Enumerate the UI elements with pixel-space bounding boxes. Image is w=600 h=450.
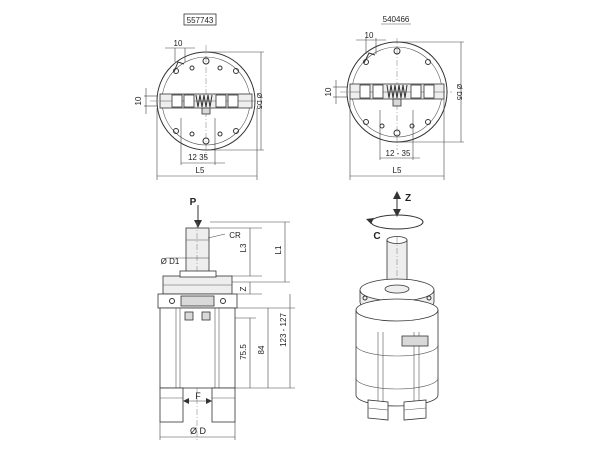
dim-84: 84 <box>257 345 266 354</box>
diameter-d1-label: Ø D1 <box>161 257 180 266</box>
isometric-view: Z C <box>355 191 439 421</box>
side-view: P CR Ø D1 F <box>157 197 295 440</box>
dim-diameter-left: Ø D5 <box>255 93 262 109</box>
housing-body <box>159 307 236 389</box>
dim-top-left: 10 <box>174 39 183 48</box>
iso-body <box>355 310 439 407</box>
dim-bottom-left: 12 35 <box>188 153 209 162</box>
dim-side-left: 10 <box>134 96 143 105</box>
dim-length-right: L5 <box>393 166 402 175</box>
dim-top-right: 10 <box>365 31 374 40</box>
dim-z: Z <box>239 286 248 291</box>
part-number-right: 540466 <box>383 15 410 24</box>
dim-range: 123 - 127 <box>279 313 288 347</box>
axis-z-label: Z <box>405 193 411 204</box>
axis-c-label: C <box>373 231 380 242</box>
left-finger <box>159 387 184 423</box>
dim-length-left: L5 <box>196 166 205 175</box>
shaft <box>185 227 210 277</box>
right-finger <box>211 387 236 423</box>
dim-side-right: 10 <box>324 87 333 96</box>
dim-f: F <box>195 391 201 401</box>
part-number-box-left <box>183 13 217 26</box>
dim-755: 75.5 <box>239 344 248 360</box>
radius-label: CR <box>229 231 241 240</box>
dim-diameter-right: Ø D5 <box>455 84 462 100</box>
top-view-left: 557743 10 <box>134 13 264 180</box>
part-number-left: 557743 <box>187 16 214 25</box>
top-view-right: 540466 10 10 12 - 35 <box>324 15 464 180</box>
dim-d: Ø D <box>190 426 207 436</box>
dim-bottom-right: 12 - 35 <box>386 149 411 158</box>
force-label: P <box>190 197 197 208</box>
dim-l3: L3 <box>239 243 248 252</box>
dim-l1: L1 <box>274 245 283 254</box>
